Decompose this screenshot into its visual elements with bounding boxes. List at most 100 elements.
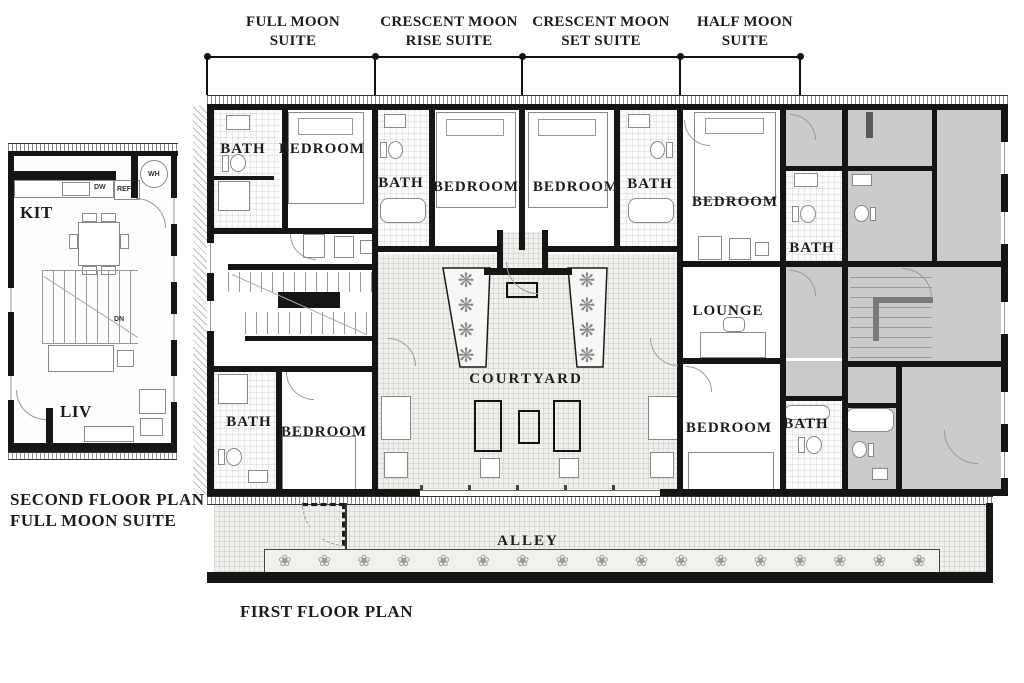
toilet	[854, 205, 869, 222]
bed-pillow	[297, 118, 353, 135]
second-floor-caption-line2: FULL MOON SUITE	[10, 511, 177, 530]
sink	[852, 174, 872, 186]
bed-pillow	[446, 118, 505, 136]
toilet-tank	[870, 207, 876, 221]
planter-right	[567, 267, 608, 368]
toilet-tank	[666, 142, 673, 158]
stair-wall	[245, 336, 372, 341]
suite-divider-wall	[372, 104, 378, 496]
toilet-tank	[792, 206, 799, 222]
exterior-wall	[8, 443, 177, 452]
planter-plants: ❋❋❋❋	[443, 268, 489, 368]
shrub-icon: ❀	[436, 553, 451, 570]
suite-label-line: FULL MOON	[246, 14, 340, 30]
water-heater-label: WH	[148, 171, 160, 178]
plant-icon: ❋	[457, 344, 475, 367]
shrub-icon: ❀	[317, 553, 332, 570]
lounger-small	[518, 410, 540, 444]
first-floor-caption: FIRST FLOOR PLAN	[240, 602, 413, 621]
window	[8, 376, 14, 400]
bracket-drop-line	[374, 58, 376, 95]
interior-wall	[282, 110, 288, 234]
toilet-tank	[798, 437, 805, 453]
patio-table	[384, 452, 408, 478]
plant-icon: ❋	[578, 294, 596, 317]
bracket-drop-line	[799, 58, 801, 95]
interior-wall	[276, 372, 282, 489]
exterior-wall	[1001, 104, 1008, 496]
interior-wall	[545, 246, 677, 252]
room-label-bath: BATH	[226, 414, 272, 430]
desk-chair	[723, 317, 745, 332]
room-label-bath: BATH	[627, 176, 673, 192]
stair-rail	[873, 297, 933, 303]
exterior-wall	[207, 104, 1008, 110]
window	[1001, 142, 1008, 174]
shower	[218, 374, 248, 404]
patio-table	[650, 452, 674, 478]
interior-wall	[429, 110, 435, 252]
shrub-icon: ❀	[357, 553, 371, 570]
chair	[101, 213, 116, 222]
dining-table	[78, 222, 120, 266]
window	[171, 198, 177, 224]
planter-left	[442, 267, 491, 368]
interior-wall	[842, 261, 1008, 267]
bathtub	[628, 198, 674, 223]
window	[207, 301, 214, 331]
toilet	[800, 205, 816, 223]
interior-wall	[614, 110, 620, 252]
window	[8, 288, 14, 312]
bath-floor-tile	[620, 110, 677, 248]
shrub-icon: ❀	[634, 553, 649, 570]
interior-wall	[842, 361, 1008, 367]
stair-rail	[873, 297, 879, 341]
chair	[82, 213, 97, 222]
chair	[729, 238, 751, 260]
toilet	[230, 154, 246, 172]
toilet	[226, 448, 242, 466]
side-table	[117, 350, 134, 367]
room-label-courtyard: COURTYARD	[469, 371, 583, 387]
sink	[226, 115, 250, 130]
bracket-dot	[372, 53, 379, 60]
bracket-drop-line	[521, 58, 523, 95]
planter-plants: ❋❋❋❋	[566, 268, 608, 368]
suite-bracket-label-full-moon: FULL MOON SUITE	[208, 13, 378, 51]
plant-icon: ❋	[578, 319, 596, 342]
plant-icon: ❋	[578, 269, 596, 292]
interior-wall	[932, 110, 937, 267]
alley-wall	[986, 503, 993, 583]
shrub-icon: ❀	[515, 553, 530, 570]
shrub-icon: ❀	[714, 553, 728, 570]
shrub-icon: ❀	[595, 553, 609, 570]
bracket-dot	[797, 53, 804, 60]
patio-table	[559, 458, 579, 478]
room-label-bath: BATH	[220, 141, 266, 157]
toilet-tank	[222, 155, 229, 172]
room-label-kitchen: KIT	[20, 203, 53, 222]
window	[171, 376, 177, 402]
bracket-drop-line	[679, 58, 681, 95]
alley-label: ALLEY	[497, 533, 559, 549]
interior-wall	[214, 228, 372, 234]
plant-icon: ❋	[457, 319, 475, 342]
stair-down-label: DN	[114, 316, 125, 323]
suite-label-line: HALF MOON	[697, 14, 793, 30]
dishwasher-label: DW	[94, 184, 106, 191]
interior-wall	[780, 166, 842, 171]
stair-landing-wall	[278, 292, 340, 308]
exterior-wall-hatch	[8, 452, 177, 460]
room-label-bedroom: BEDROOM	[432, 179, 520, 195]
shrub-icon: ❀	[555, 553, 569, 570]
suite-bracket-label-half-moon: HALF MOON SUITE	[660, 13, 830, 51]
suite-divider-wall	[519, 104, 525, 250]
refrigerator-label: REF	[117, 186, 131, 193]
room-label-bath: BATH	[783, 416, 829, 432]
exterior-hatch-strip	[193, 106, 207, 496]
courtyard-paving	[378, 254, 677, 489]
room-label-bedroom: BEDROOM	[278, 141, 366, 157]
stair-treads	[245, 312, 372, 334]
interior-wall	[780, 110, 786, 496]
sink	[384, 114, 406, 128]
